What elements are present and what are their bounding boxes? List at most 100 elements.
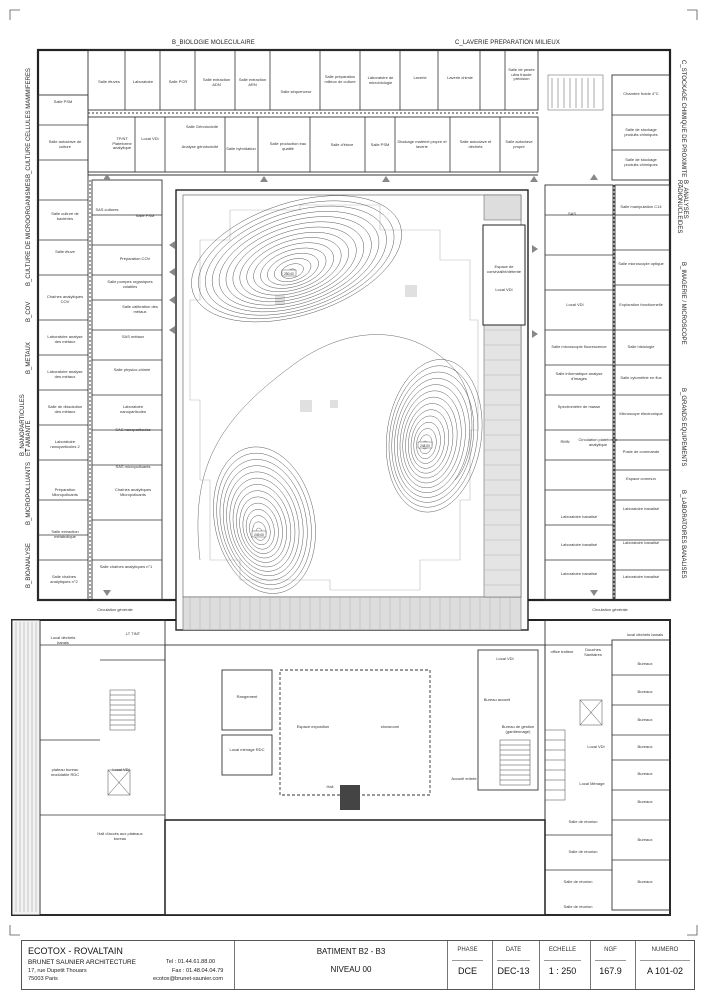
room-label: Salle pompes organiques volatiles [107,279,153,289]
contour-line [397,384,466,493]
room-label: Salle culture de bactéries [51,211,79,221]
room-label: TP/NT Plateforme analytique [112,136,132,151]
room-label: Microscope électronique [619,411,663,416]
contour-line [216,452,312,590]
room-label: Laboratoire banalisé [622,574,660,579]
room-label: Laverie chimie [447,75,473,80]
room-label: Salle de réunion [563,904,593,909]
room-label: Bureaux [637,689,653,694]
room-label: SAS nanoparticules [115,427,151,432]
zone-label-imagerie: B_IMAGERIE / MICROSCOPE [680,262,686,345]
level-name: NIVEAU 00 [330,965,372,974]
contour-line [205,205,387,316]
room-label: Bureaux [637,661,653,666]
room-label: Salle autoclave propre [505,139,533,149]
contour-line [225,221,365,306]
telephone: Tel : 01.44.61.88.00 [166,959,216,965]
room-label: Hall d'accès aux plateaux bureau [97,831,143,841]
room-label: Salle chaînes analytiques n°1 [99,564,153,569]
room-label: Salle autoclave et déchets [459,139,492,149]
contour-line [416,428,437,459]
room-label: Local VDI [495,287,513,292]
room-label: Préparation COV [119,256,151,261]
contour-line [388,365,479,508]
room-label: local déchets banals [626,632,664,637]
room-label: Exploration fonctionnelle [619,302,663,307]
zone-label-culture-microorganismes: B_CULTURE DE MICROORGANISMES [26,178,32,286]
room-label: Salle préparation milieux de culture [324,74,356,84]
address-line-1: 17, rue Dupetit Thouars [28,968,87,974]
room-label: plateau bureau modulable RDC [50,767,80,777]
room-label: Salle histologie [627,344,655,349]
room-label: Salle chaînes analytiques n°2 [50,574,78,584]
room-label: Salle de réunion [563,879,593,884]
contour-line [249,515,271,546]
contour-line [232,484,292,568]
ngf-value: 167.9 [599,966,622,976]
room-label: Bureaux [637,837,653,842]
zone-label-stockage-chimique: C_STOCKAGE CHIMIQUE DE PROXIMITE [680,60,686,178]
contour-line [219,459,308,585]
room-label: Salle extraction ADN [202,77,231,87]
room-label: Chambre froide 4°C [623,91,659,96]
room-label: Bureau accueil [483,697,511,702]
contour-line [410,415,445,469]
room-label: SAS métaux [121,334,145,339]
architect-name: BRUNET SAUNIER ARCHITECTURE [28,959,136,966]
contour-line [246,237,342,296]
room-label: Salle étuves [98,79,120,84]
spot-height-1: 250,00 [284,272,294,276]
project-title: ECOTOX - ROVALTAIN [28,946,123,956]
phase-value: DCE [457,966,477,976]
room-label: Salle de réunion [568,849,598,854]
room-label: Salle PCR [168,79,188,84]
room-label: Salle de stockage produits chimiques [624,157,658,167]
room-label: Laboratoire nanoparticules [119,404,147,414]
room-label: showroom [380,724,400,729]
email-link[interactable]: ecotox@brunet-saunier.com [153,976,224,982]
room-label: Bureaux [637,717,653,722]
zone-label-radionucleides: B_ANALYSES RADIONUCLEIDES [676,180,688,234]
room-label: Local Ménage [579,781,605,786]
contour-line [239,496,283,559]
contour-line [408,409,450,474]
room-label: Espace exposition [296,724,330,729]
room-label: RMN [560,439,570,444]
contour-line [226,471,300,577]
room-label: Hall [326,784,334,789]
room-label: Local VDI [566,302,584,307]
room-label: Salle d'étuve [330,142,354,147]
room-label: Circulation plateforme analytique [578,437,618,447]
contour-line [198,200,395,319]
room-label: Accueil entrée [451,776,477,781]
contour-line [280,263,304,279]
contour-line [211,211,380,313]
room-label: Chaînes analytiques COV [46,294,84,304]
zone-label-bioanalyse: B_BIOANALYSE [26,543,32,588]
contour-line [402,396,458,484]
contour-line [245,509,275,550]
contour-line [197,334,473,561]
room-label: Laboratoire banalisé [560,542,598,547]
room-label: Salle PSM [370,142,390,147]
room-label: Salle de réunion [568,819,598,824]
room-label: Salle étuve [55,249,75,254]
room-label: Salle autoclave de culture [48,139,82,149]
contour-line [267,252,319,286]
room-label: Salle séquenceur [280,89,312,94]
room-label: Salle de pesée ultra fraude précision [508,67,535,82]
room-label: Salle Génotoxicité [185,124,219,129]
contour-line [274,258,312,282]
room-label: Local ménage RDC [229,747,265,752]
zone-label-metaux: B_METAUX [26,342,32,374]
room-label: Salle extraction métabolique [51,529,79,539]
room-label: Salle microscopie fluorescence [551,344,607,349]
room-label: Espace de convivialité/détente [486,264,522,274]
ngf-cell: NGF 167.9 [590,941,630,989]
building-name: BATIMENT B2 - B3 [316,947,386,956]
contour-line [229,477,296,572]
contour-line [413,421,441,464]
room-label: Local déchets banals [50,635,76,645]
room-label: Bureaux [637,771,653,776]
